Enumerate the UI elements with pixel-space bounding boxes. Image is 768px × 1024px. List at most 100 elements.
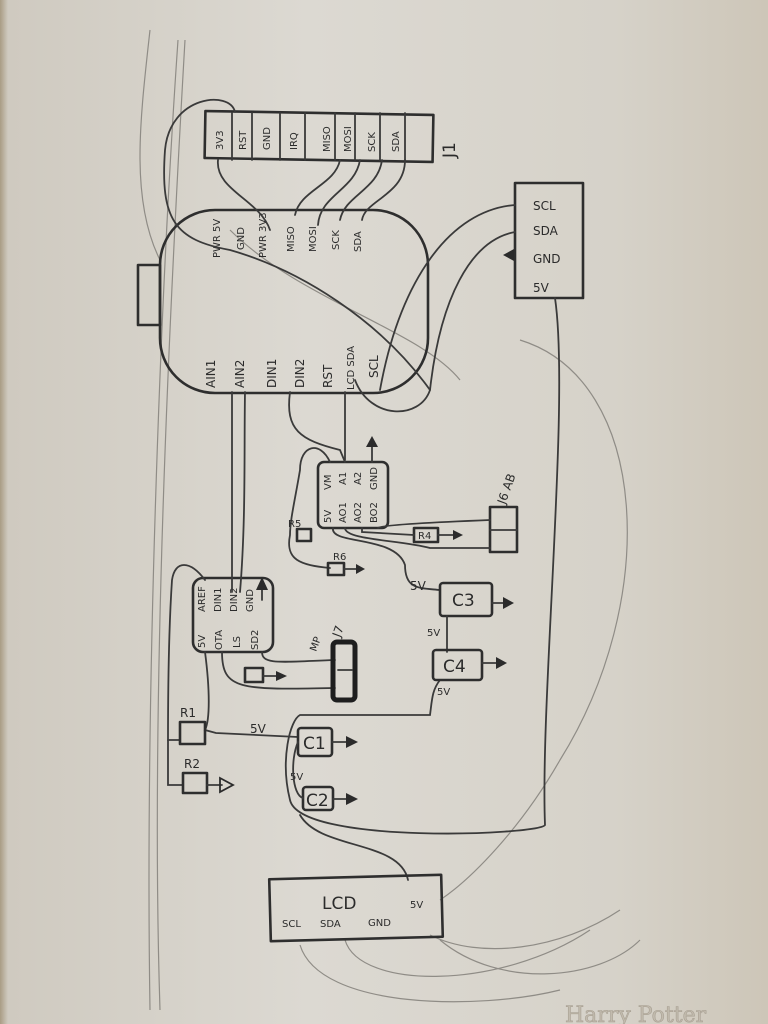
wire [439,339,628,901]
schematic-mark [267,873,445,943]
embossed-book-title: Harry Potter [565,1003,707,1024]
j1-pin-sck: SCK [367,132,378,152]
pencil-guides [139,29,641,1011]
ground-arrow-icon [346,736,358,748]
wire [148,39,179,1011]
c3-label: C3 [452,591,475,611]
wire [288,391,346,463]
wire [139,29,161,261]
driver-pin-a1: A1 [338,472,349,485]
mcu-pin-miso: MISO [286,226,297,252]
schematic-mark [316,460,390,530]
power-arrow-icon [366,436,378,447]
mcu-board: PWR 5V GND PWR 3V3 MISO MOSI SCK SDA AIN… [136,208,430,395]
driver-chip: VM A1 A2 GND 5V AO1 AO2 BO2 [288,391,390,569]
ground-arrow-icon [503,597,514,609]
spi-wires [163,98,431,391]
net-5v-c2: 5V [290,772,303,783]
wire [377,519,491,529]
wire [344,929,591,977]
driver-pin-gnd: GND [369,467,380,490]
wire [284,297,561,835]
net-5v-c4: 5V [437,687,450,698]
wire [217,159,271,231]
connector-j7: J7 MP [308,624,358,703]
wire [292,741,304,799]
usb-connector [136,263,162,327]
capacitor-c3 [438,581,494,618]
ground-arrow-icon [346,793,358,805]
wire [332,527,441,591]
capacitor-c4 [431,648,484,682]
mcu-pin-sda: SDA [353,231,364,252]
schematic-mark [330,639,358,703]
j6-label: J6 AB [494,472,518,507]
wire [167,739,184,786]
wire [361,527,415,536]
ground-arrow-icon [219,776,235,794]
amp-pin-aref: AREF [197,586,208,612]
wire [294,159,341,216]
resistor-r1 [178,720,207,746]
wire [429,909,621,950]
driver-pin-vm: VM [323,475,334,490]
amp-pin-5v: 5V [197,635,208,648]
wire [156,39,186,1011]
mcu-pin-pwr5v: PWR 5V [212,219,223,258]
wire [339,159,383,221]
lcd-title: LCD [322,894,356,914]
lcd-module: LCD SCL SDA GND 5V [267,873,445,943]
ground-arrow-icon [453,530,463,540]
j1-pin-gnd: GND [262,127,273,150]
resistor-r2 [181,771,209,795]
lcd-pin-gnd: GND [368,918,391,929]
schematic-mark [203,109,435,164]
j1-pin-mosi: MOSI [343,126,354,152]
driver-pin-5v: 5V [323,510,334,523]
i2c-pin-sda: SDA [533,224,559,238]
driver-pin-a2: A2 [353,472,364,485]
mcu-pin-din2: DIN2 [293,359,307,388]
i2c-pin-scl: SCL [533,199,556,213]
i2c-pin-5v: 5V [533,281,550,295]
mcu-pin-lcd-sda: LCD SDA [346,346,357,390]
wire [344,527,491,549]
mcu-pin-sck: SCK [331,230,342,250]
amp-pin-ota: OTA [214,630,225,650]
header-j1: 3V3 RST GND IRQ MISO MOSI SCK SDA J1 [203,109,460,164]
wire [439,939,641,975]
wire [361,159,406,221]
lcd-pin-sda: SDA [320,919,341,930]
r6-label: R6 [333,552,346,563]
mcu-pin-rst: RST [321,364,335,388]
j7-note: MP [308,635,323,653]
mcu-pin-pwr3v3: PWR 3V3 [258,212,269,258]
mcu-pin-ain2: AIN2 [233,360,247,388]
wire [299,814,409,881]
c1-label: C1 [303,734,326,754]
amp-pin-din1: DIN1 [213,588,224,613]
wire [221,651,336,690]
mcu-pin-ain1: AIN1 [204,360,218,388]
wire [231,112,406,161]
mcu-pin-gnd: GND [236,227,247,250]
c4-label: C4 [443,657,466,677]
wire [379,204,516,391]
net-5v-c3c4: 5V [427,628,440,639]
ground-arrow-icon [496,657,507,669]
power-arrow-icon [256,577,268,590]
ground-arrow-icon [503,249,514,261]
wire [261,651,336,663]
driver-pin-bo2: BO2 [369,502,380,523]
amp-pin-ls: LS [232,636,243,648]
r5-label: R5 [288,519,301,530]
mcu-pin-mosi: MOSI [308,226,319,252]
net-5v-c1: 5V [250,722,267,736]
schematic-mark [191,576,275,654]
mcu-pin-scl: SCL [367,355,381,378]
ground-arrow-icon [356,564,365,574]
amp-pin-gnd: GND [245,589,256,612]
lcd-pin-5v: 5V [410,900,423,911]
wire [299,944,561,1003]
